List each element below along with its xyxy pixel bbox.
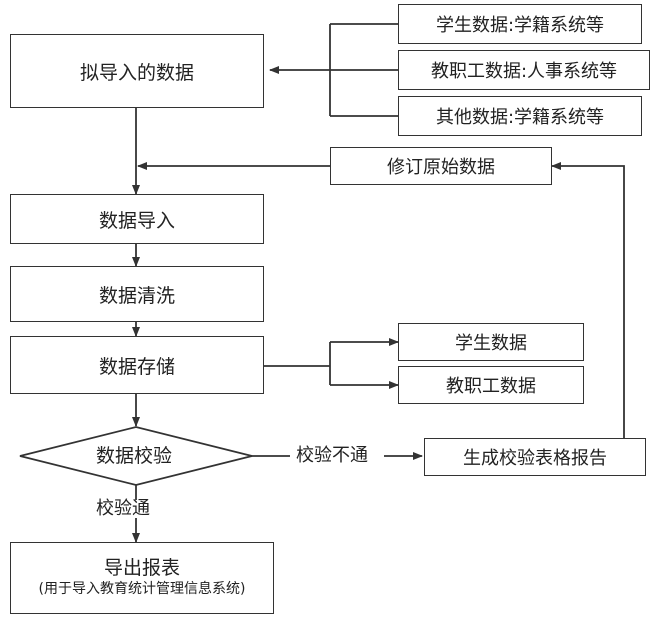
export-box: 导出报表 (用于导入教育统计管理信息系统): [10, 542, 274, 614]
validation-label: 数据校验: [96, 445, 173, 467]
source-box-student: 学生数据:学籍系统等: [398, 4, 642, 44]
pending-data-label: 拟导入的数据: [79, 61, 194, 84]
fail-edge-label: 校验不通: [296, 445, 368, 466]
pass-edge-label: 校验通: [96, 498, 150, 519]
import-label: 数据导入: [98, 209, 175, 232]
storage-label: 数据存储: [98, 355, 175, 378]
revise-data-label: 修订原始数据: [387, 157, 495, 178]
export-note: (用于导入教育统计管理信息系统): [38, 581, 246, 598]
staff-data-box: 教职工数据: [398, 366, 584, 404]
staff-data-label: 教职工数据: [446, 376, 536, 397]
report-label: 生成校验表格报告: [463, 448, 607, 469]
student-data-label: 学生数据: [455, 333, 527, 354]
import-box: 数据导入: [10, 194, 264, 244]
student-data-box: 学生数据: [398, 323, 584, 361]
export-title: 导出报表: [103, 557, 180, 580]
source-box-other: 其他数据:学籍系统等: [398, 96, 642, 136]
pending-data-box: 拟导入的数据: [10, 34, 264, 108]
storage-box: 数据存储: [10, 336, 264, 394]
cleaning-box: 数据清洗: [10, 266, 264, 322]
cleaning-label: 数据清洗: [98, 284, 175, 307]
source-box-staff: 教职工数据:人事系统等: [398, 50, 650, 90]
source-label-other: 其他数据:学籍系统等: [435, 107, 605, 128]
source-label-student: 学生数据:学籍系统等: [435, 15, 605, 36]
source-label-staff: 教职工数据:人事系统等: [430, 61, 618, 82]
report-box: 生成校验表格报告: [424, 438, 646, 476]
revise-data-box: 修订原始数据: [330, 147, 552, 185]
validation-diamond: [19, 426, 253, 486]
report-to-revise-loop: [551, 162, 625, 438]
